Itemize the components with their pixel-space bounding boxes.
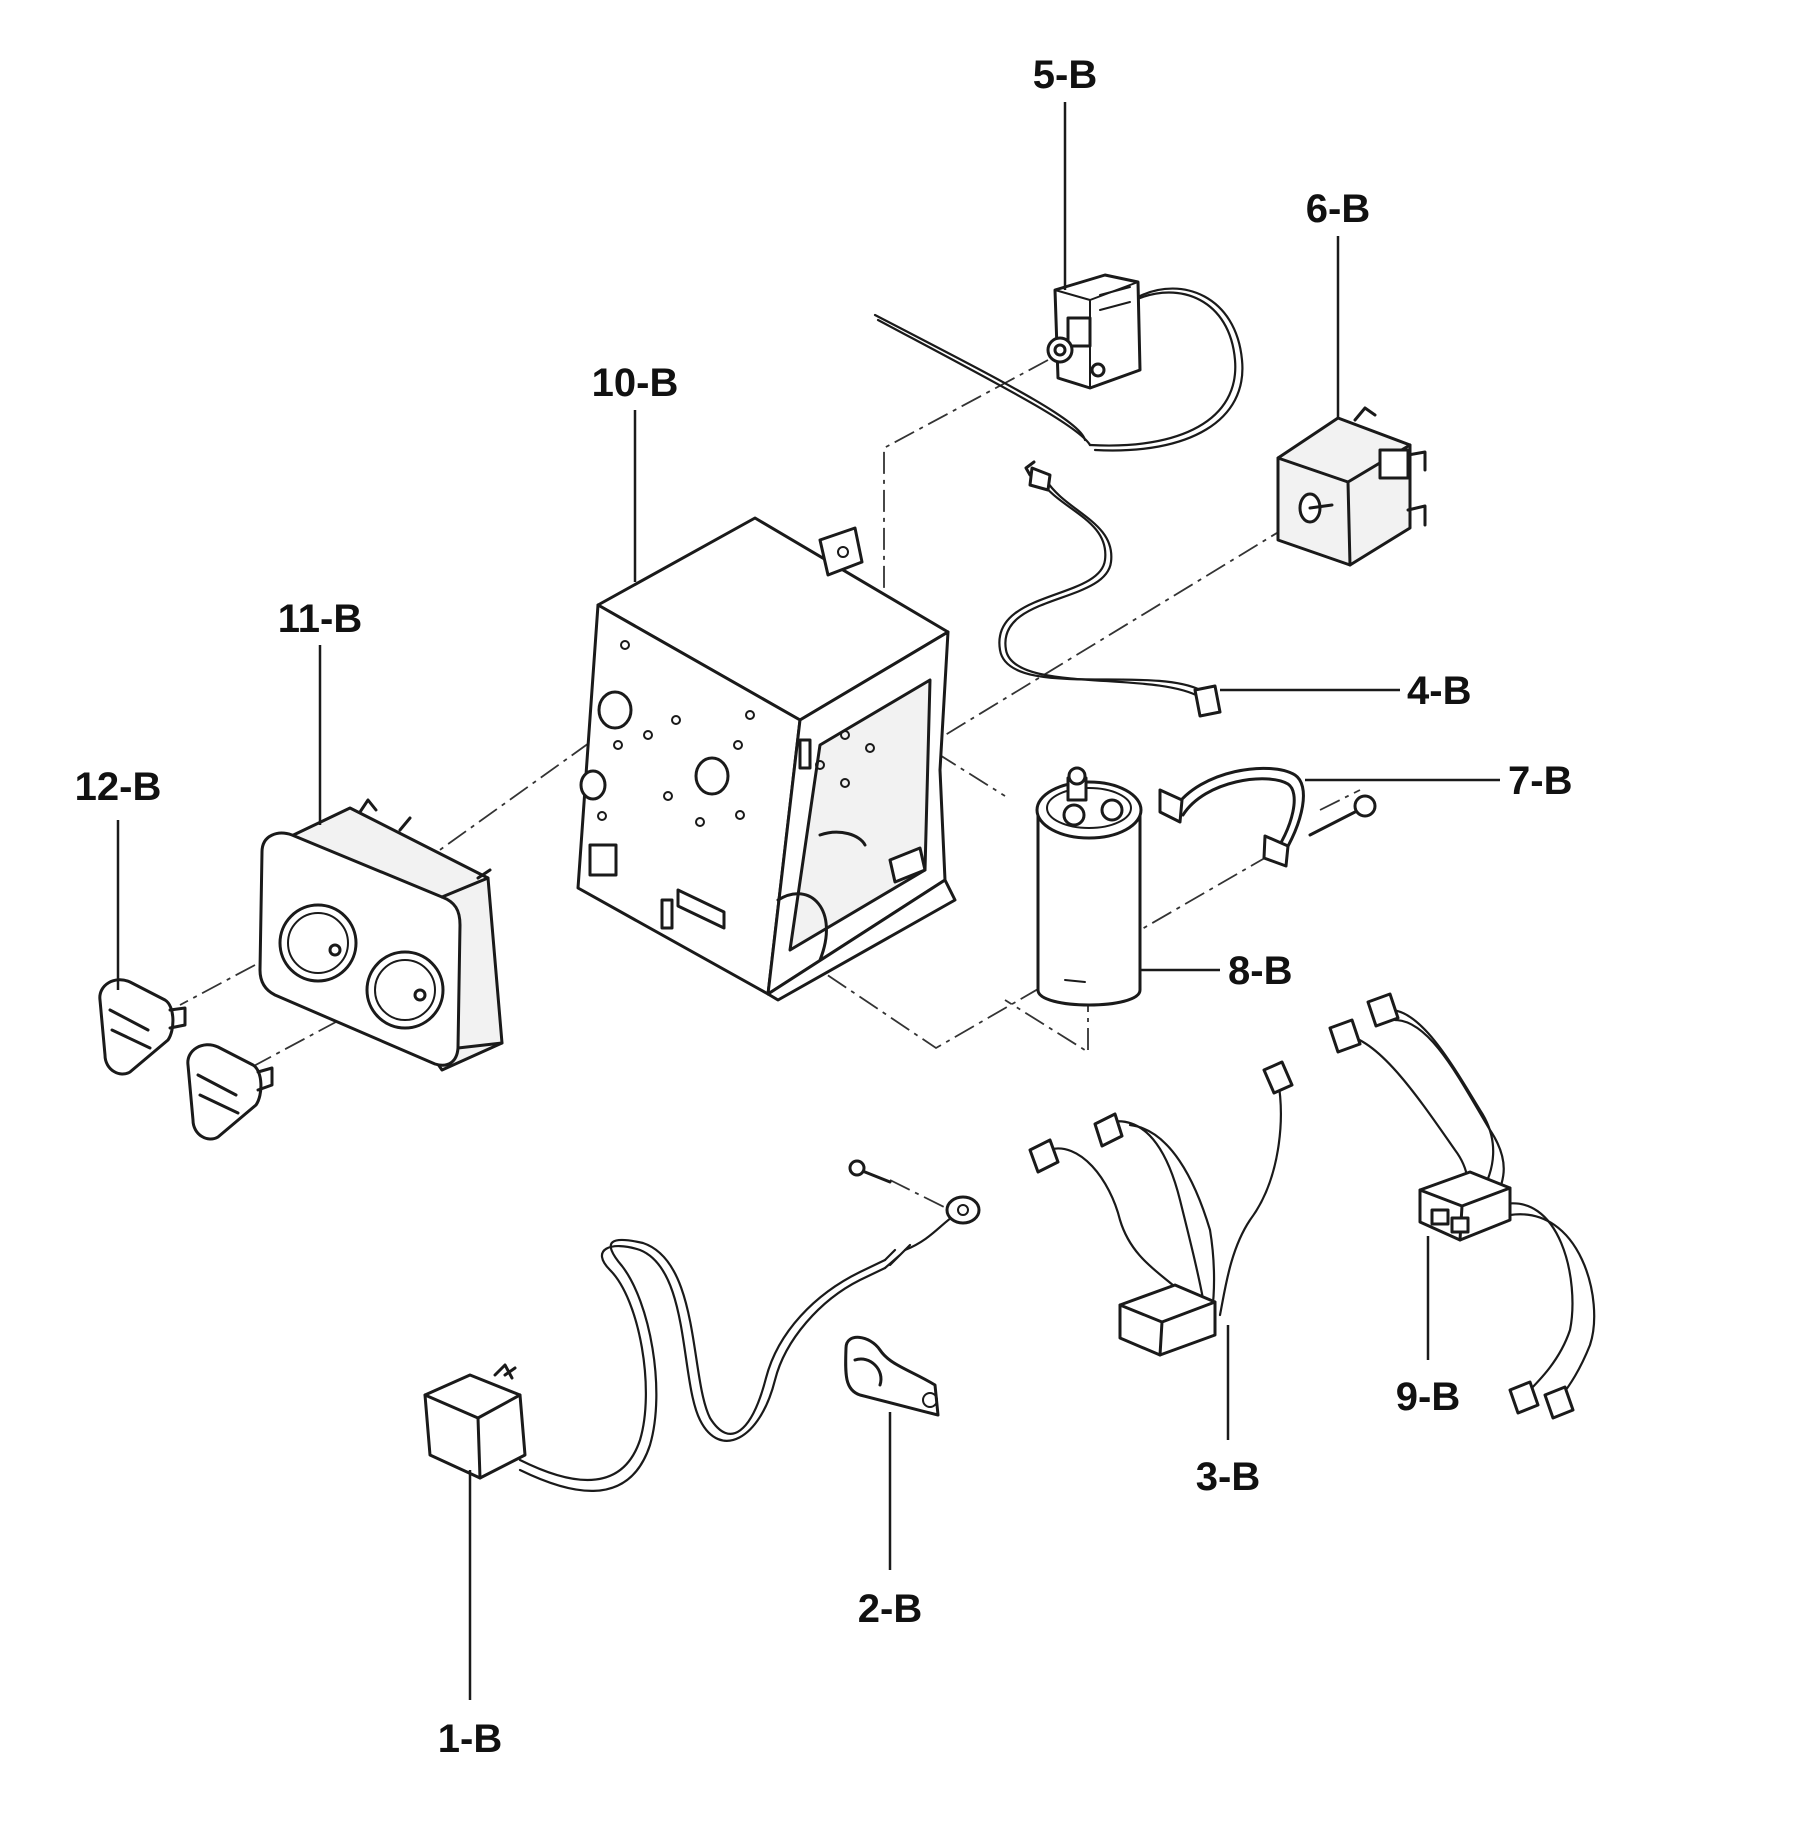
clamp-7b (1158, 766, 1377, 868)
power-cord-1b (423, 1159, 981, 1492)
label-12b: 12-B (75, 765, 162, 809)
label-8b: 8-B (1228, 949, 1292, 993)
label-7b: 7-B (1508, 759, 1572, 803)
capacitor-8b (1035, 766, 1143, 1007)
cord-clip-2b (844, 1335, 940, 1417)
harness-9b (1328, 992, 1596, 1420)
chassis-10b (576, 516, 957, 1002)
label-3b: 3-B (1196, 1455, 1260, 1499)
label-5b: 5-B (1033, 53, 1097, 97)
harness-3b (1028, 1060, 1294, 1357)
label-1b: 1-B (438, 1717, 502, 1761)
switch-6b (1276, 406, 1427, 567)
label-6b: 6-B (1306, 187, 1370, 231)
label-2b: 2-B (858, 1587, 922, 1631)
thermostat-5b (873, 273, 1244, 452)
leader-lines (116, 102, 1500, 1700)
label-9b: 9-B (1396, 1375, 1460, 1419)
part-labels: 5-B 6-B 10-B 11-B 12-B 4-B 7-B 8-B 1-B 2… (75, 53, 1573, 1761)
knobs-12b (98, 978, 274, 1141)
wire-4b (998, 460, 1222, 718)
label-11b: 11-B (278, 597, 363, 641)
control-panel-11b (258, 798, 504, 1072)
label-4b: 4-B (1407, 669, 1471, 713)
label-10b: 10-B (592, 361, 679, 405)
